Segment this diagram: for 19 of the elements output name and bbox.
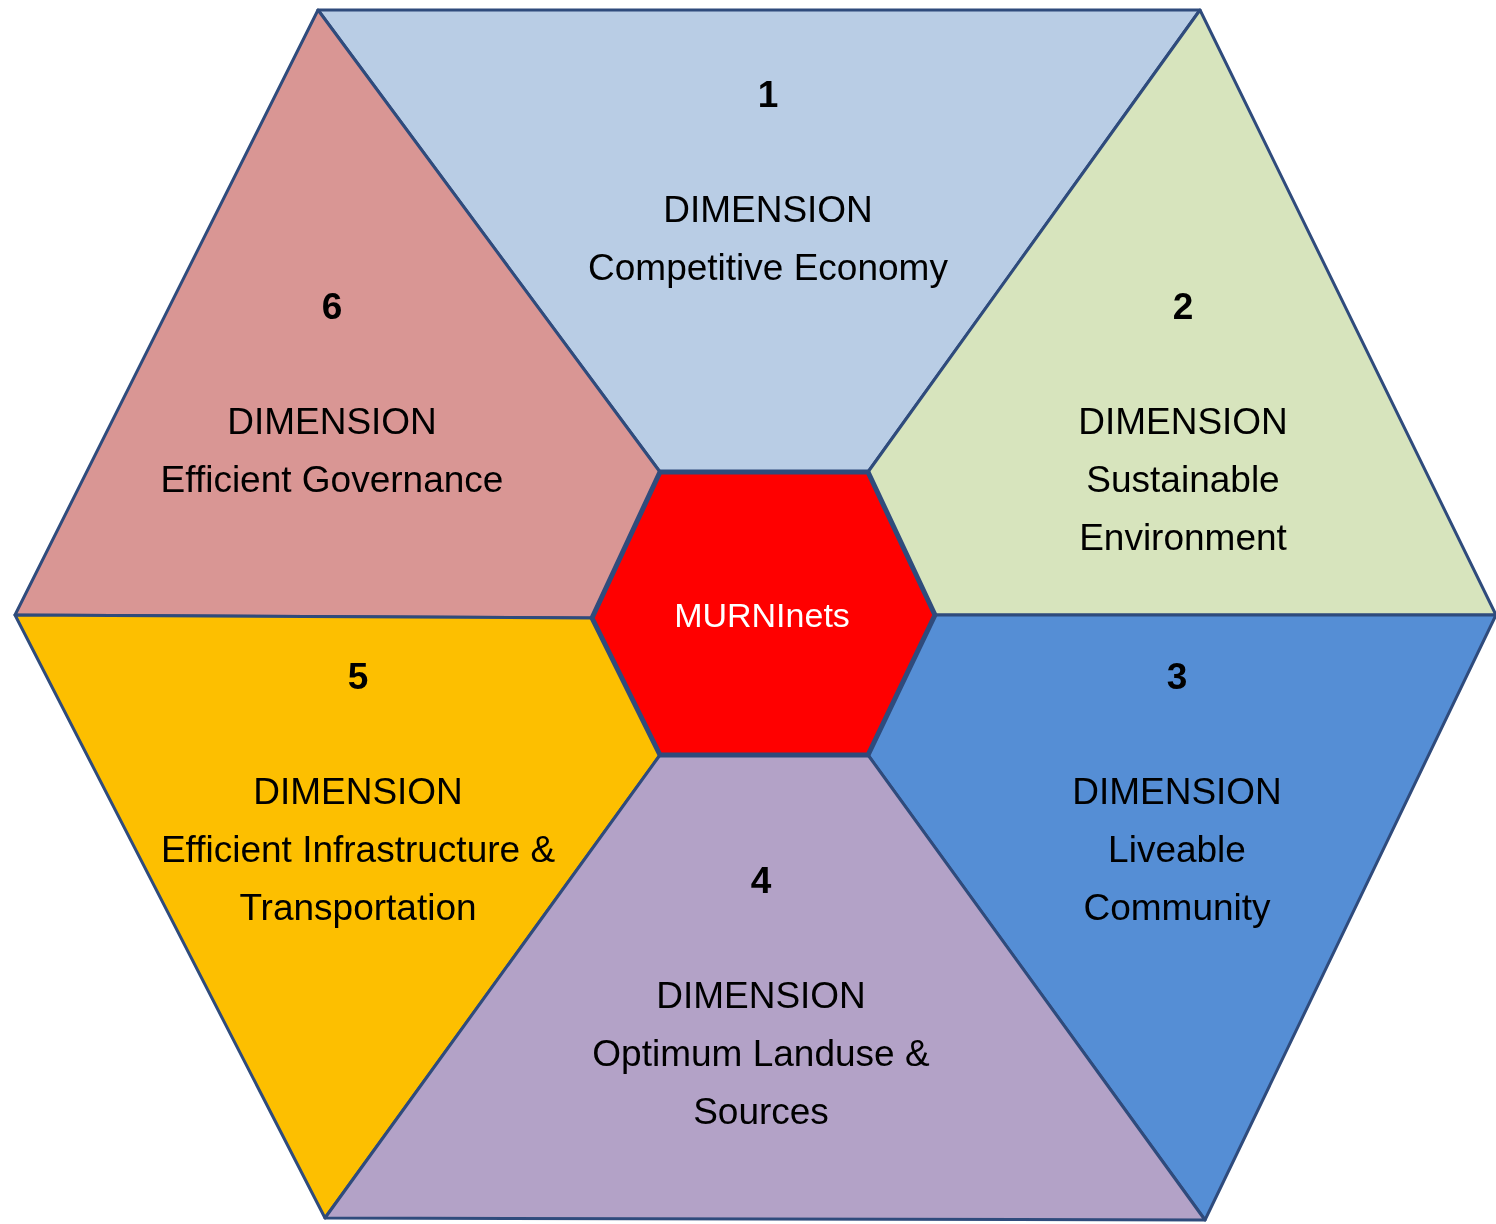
dimension-number: 1 — [756, 73, 780, 117]
dimension-number: 5 — [346, 655, 370, 699]
center-title: MURNInets — [673, 595, 851, 636]
dimension-heading: DIMENSION — [662, 188, 874, 232]
dimension-heading: DIMENSION — [252, 770, 464, 814]
dimension-number: 6 — [320, 285, 344, 329]
dimension-heading: DIMENSION — [226, 400, 438, 444]
dimension-heading: DIMENSION — [1077, 400, 1289, 444]
dimension-title: Optimum Landuse & Sources — [591, 1032, 931, 1134]
dimension-title: Sustainable Environment — [1078, 458, 1288, 560]
dimension-number: 2 — [1171, 285, 1195, 329]
dimension-number: 4 — [749, 859, 773, 903]
dimension-heading: DIMENSION — [1071, 770, 1283, 814]
dimension-title: Efficient Governance — [159, 458, 505, 502]
dimension-title: Liveable Community — [1082, 828, 1272, 930]
dimension-title: Competitive Economy — [587, 246, 949, 290]
dimension-number: 3 — [1165, 655, 1189, 699]
dimension-title: Efficient Infrastructure & Transportation — [159, 828, 557, 930]
dimension-heading: DIMENSION — [655, 974, 867, 1018]
